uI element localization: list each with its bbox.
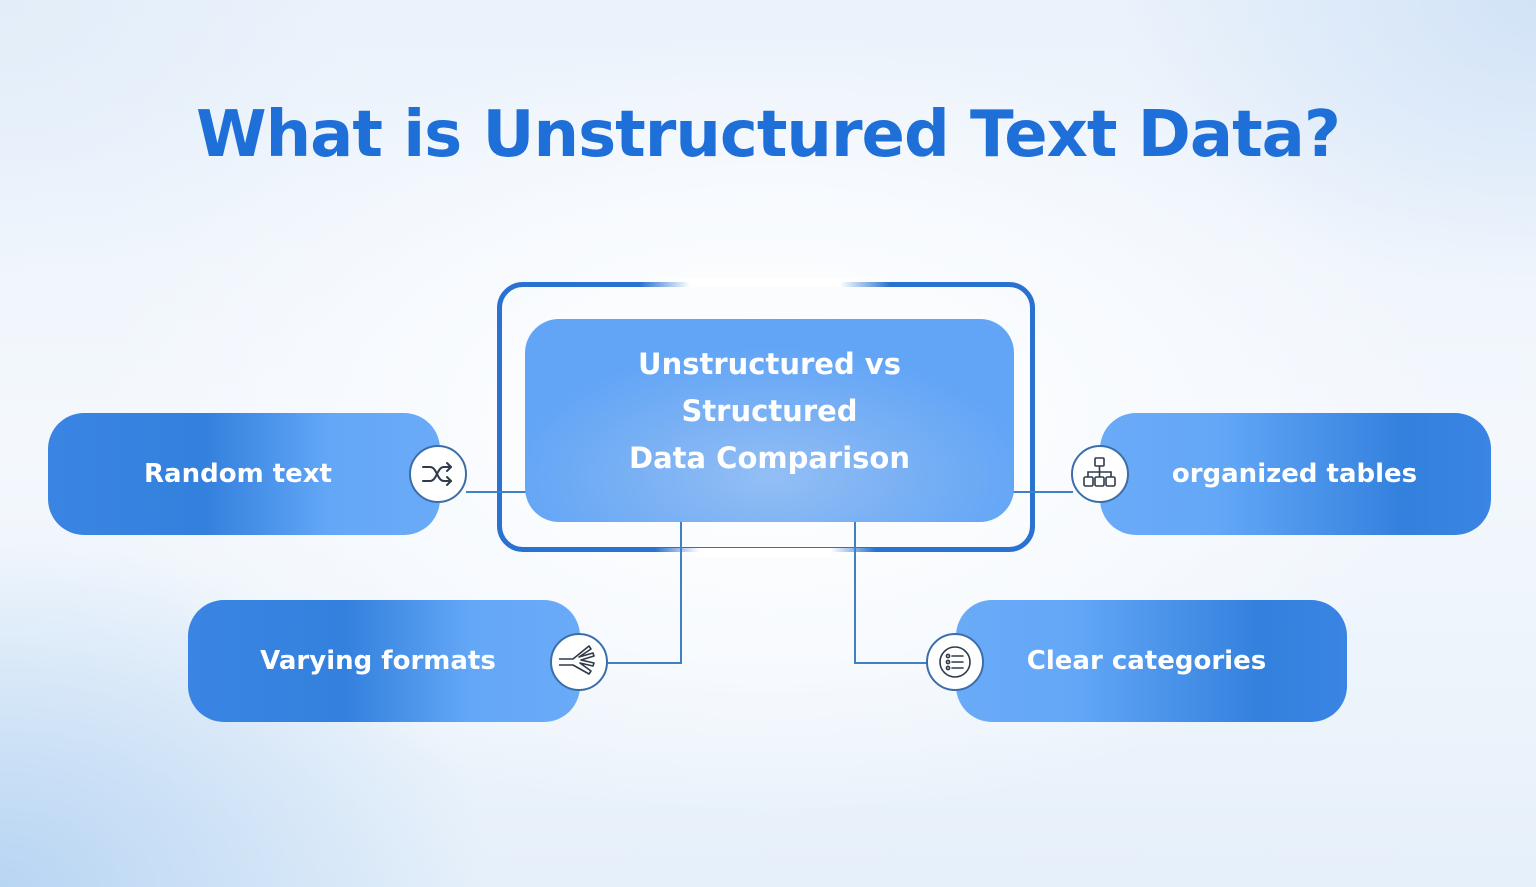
node-clear-categories: Clear categories xyxy=(956,600,1347,722)
branching-fork-icon xyxy=(550,633,608,691)
shuffle-icon xyxy=(409,445,467,503)
bullet-list-icon xyxy=(926,633,984,691)
node-organized-tables: organized tables xyxy=(1100,413,1491,535)
node-organized-tables-label: organized tables xyxy=(1171,459,1418,489)
connector-varying-formats-h xyxy=(608,662,682,664)
center-node-line2: Data Comparison xyxy=(629,441,910,475)
node-varying-formats-label: Varying formats xyxy=(260,646,496,676)
connector-clear-categories-v xyxy=(854,522,856,664)
center-node-line1: Unstructured vs Structured xyxy=(638,347,901,428)
node-clear-categories-label: Clear categories xyxy=(1026,646,1267,676)
connector-clear-categories-h xyxy=(854,662,928,664)
hierarchy-tree-icon xyxy=(1071,445,1129,503)
connector-random-text xyxy=(466,491,526,493)
node-random-text: Random text xyxy=(48,413,440,535)
center-node-text: Unstructured vs Structured Data Comparis… xyxy=(550,341,990,482)
node-random-text-label: Random text xyxy=(144,459,332,489)
connector-organized-tables xyxy=(1013,491,1073,493)
connector-varying-formats-v xyxy=(680,522,682,664)
page-title: What is Unstructured Text Data? xyxy=(196,98,1341,172)
frame-gap-bottom xyxy=(655,548,875,557)
node-varying-formats: Varying formats xyxy=(188,600,580,722)
frame-gap-top xyxy=(640,278,890,287)
center-node: Unstructured vs Structured Data Comparis… xyxy=(525,319,1014,522)
